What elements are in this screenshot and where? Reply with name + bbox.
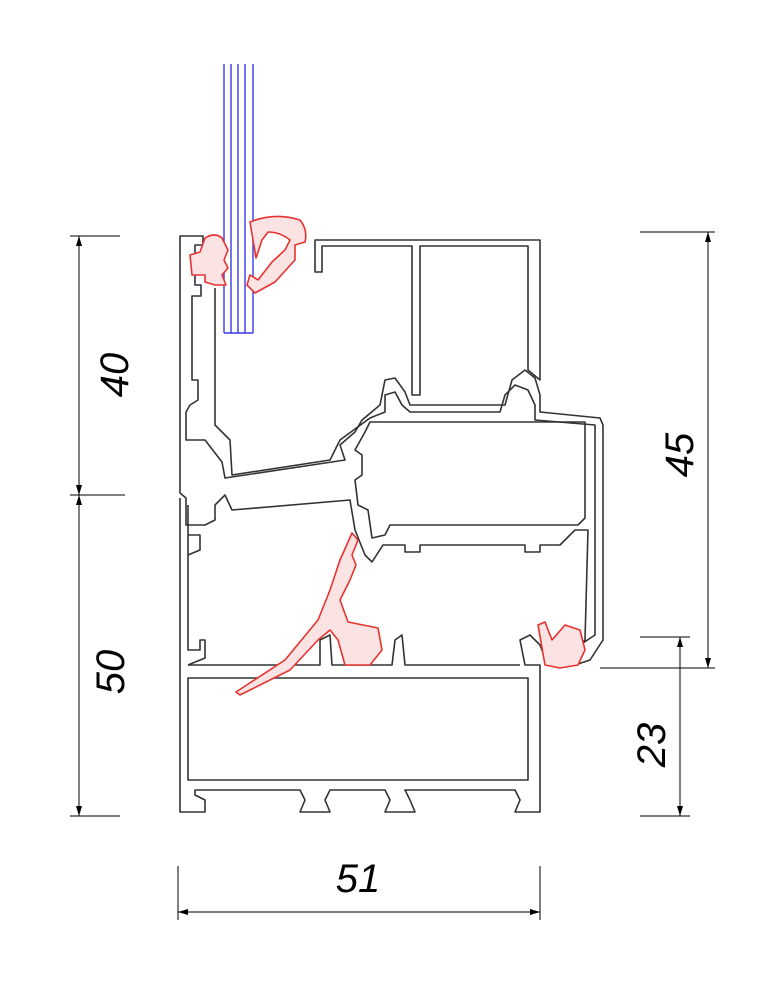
gaskets (189, 215, 586, 696)
dimension-label-45: 45 (658, 432, 702, 477)
glazing-bead-gasket-inner (189, 234, 229, 286)
dimension-bottom-offset: 23 (630, 636, 690, 817)
dimension-total-width: 51 (177, 857, 541, 920)
dimension-label-40: 40 (93, 353, 137, 398)
glass-pane (223, 64, 254, 334)
dimension-label-50: 50 (89, 650, 133, 695)
weather-seal-gasket (235, 532, 383, 696)
sash-profile (179, 235, 604, 666)
dimension-sash-height: 45 (600, 231, 715, 669)
dimension-label-51: 51 (336, 857, 381, 901)
dimension-label-23: 23 (630, 723, 674, 769)
glazing-bead-gasket-outer (246, 215, 307, 294)
dimension-frame-top: 40 (70, 235, 137, 496)
frame-seal-gasket (537, 621, 586, 669)
dimension-frame-bottom: 50 (70, 495, 133, 817)
